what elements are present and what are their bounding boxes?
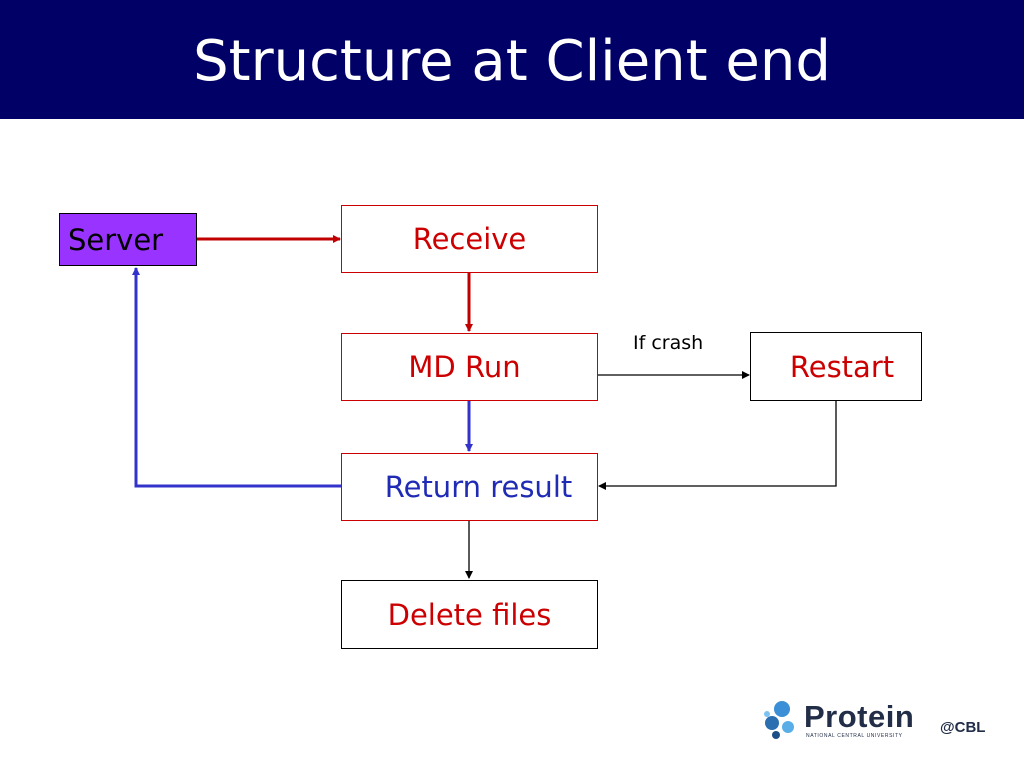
logo-suffix: @CBL bbox=[940, 719, 986, 736]
receive-node: Receive bbox=[341, 205, 598, 273]
logo-name: Protein bbox=[804, 699, 915, 734]
restart-node: Restart bbox=[750, 332, 922, 401]
server-label: Server bbox=[68, 222, 164, 257]
delete-files-node: Delete files bbox=[341, 580, 598, 649]
protein-cbl-logo: Protein @CBL NATIONAL CENTRAL UNIVERSITY bbox=[760, 697, 1000, 747]
md-run-label: MD Run bbox=[408, 350, 521, 384]
receive-label: Receive bbox=[412, 222, 527, 256]
slide-title: Structure at Client end bbox=[193, 29, 831, 94]
logo-subtitle: NATIONAL CENTRAL UNIVERSITY bbox=[806, 733, 903, 739]
title-bar bbox=[0, 0, 1024, 119]
restart-label: Restart bbox=[789, 349, 895, 384]
return-result-node: Return result bbox=[341, 453, 598, 521]
md-run-node: MD Run bbox=[341, 333, 598, 401]
arrow-result-to-server bbox=[132, 267, 341, 488]
delete-files-label: Delete files bbox=[387, 597, 552, 632]
arrow-restart-to-result bbox=[598, 401, 837, 490]
return-result-label: Return result bbox=[384, 470, 573, 504]
server-node: Server bbox=[59, 213, 197, 266]
molecule-icon bbox=[764, 701, 794, 739]
if-crash-label: If crash bbox=[633, 332, 704, 354]
